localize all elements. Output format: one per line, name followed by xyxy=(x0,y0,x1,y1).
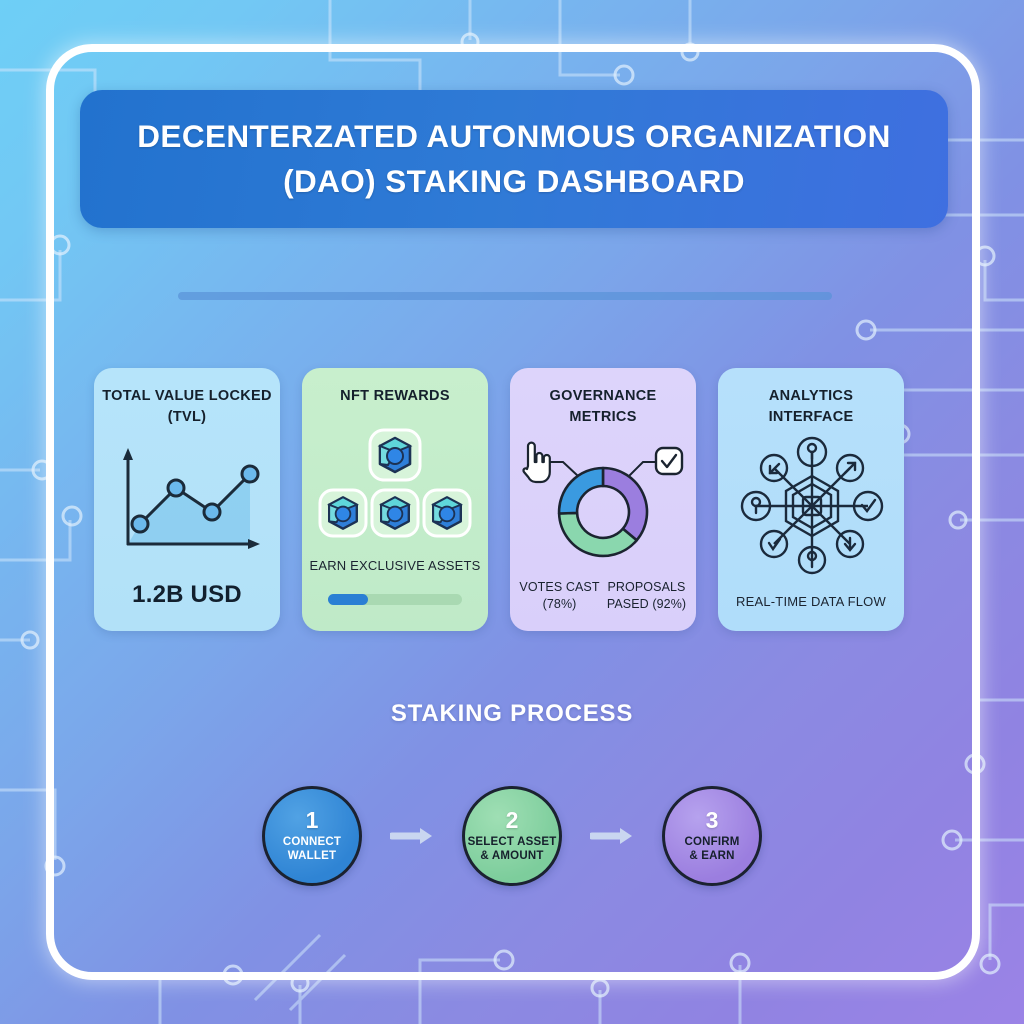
card-title-governance: GOVERNANCE METRICS xyxy=(510,386,696,427)
donut-segment-votes xyxy=(557,511,638,558)
card-governance-metrics[interactable]: GOVERNANCE METRICS xyxy=(510,368,696,631)
page-title-line-1: DECENTERZATED AUTONMOUS ORGANIZATION xyxy=(137,118,891,155)
card-total-value-locked[interactable]: TOTAL VALUE LOCKED (TVL) 1.2B USD xyxy=(94,368,280,631)
step-1-number: 1 xyxy=(305,806,319,833)
donut-chart-icon xyxy=(522,441,684,558)
governance-legend-proposals: PROPOSALS PASED (92%) xyxy=(603,579,690,613)
governance-legend-votes: VOTES CAST (78%) xyxy=(516,579,603,613)
card-title-analytics-line1: ANALYTICS xyxy=(768,388,854,404)
step-2-label-line2: & AMOUNT xyxy=(480,850,544,862)
card-title-tvl-line1: TOTAL VALUE LOCKED xyxy=(102,388,272,404)
step-confirm-earn[interactable]: 3 CONFIRM & EARN xyxy=(662,786,762,886)
card-title-tvl-line2: (TVL) xyxy=(167,408,207,425)
arrow-right-icon-1 xyxy=(390,828,432,844)
card-title-tvl: TOTAL VALUE LOCKED (TVL) xyxy=(94,386,280,427)
staking-process-title: STAKING PROCESS xyxy=(390,700,634,727)
nft-progress-fill xyxy=(328,594,369,605)
analytics-footer-text: REAL-TIME DATA FLOW xyxy=(736,594,886,609)
step-select-asset[interactable]: 2 SELECT ASSET & AMOUNT xyxy=(462,786,562,886)
metric-cards-row: TOTAL VALUE LOCKED (TVL) 1.2B USD NFT RE… xyxy=(94,368,940,631)
step-3-label-line2: & EARN xyxy=(689,850,735,862)
step-1-label-line1: CONNECT xyxy=(282,835,342,848)
network-hub-icon xyxy=(740,436,884,575)
votes-cast-label: VOTES CAST xyxy=(519,580,600,595)
donut-segment-other xyxy=(557,466,605,515)
staking-process-steps: 1 CONNECT WALLET 2 SELECT ASSET & AMOUNT… xyxy=(262,786,762,886)
step-3-number: 3 xyxy=(705,806,719,833)
step-2-label-line1: SELECT ASSET xyxy=(467,835,557,848)
page-title-banner: DECENTERZATED AUTONMOUS ORGANIZATION (DA… xyxy=(80,90,948,228)
card-title-governance-line2: METRICS xyxy=(569,408,637,425)
step-3-label-line1: CONFIRM xyxy=(684,835,740,848)
step-1-label: CONNECT WALLET xyxy=(283,835,341,864)
card-title-analytics-line2: INTERFACE xyxy=(768,408,854,425)
step-1-label-line2: WALLET xyxy=(287,850,337,862)
proposals-value: PASED (92%) xyxy=(606,597,687,612)
header-divider xyxy=(178,292,832,300)
card-nft-rewards[interactable]: NFT REWARDS EARN EXCLUSIVE ASSETS xyxy=(302,368,488,631)
arrow-right-icon-2 xyxy=(590,828,632,844)
step-3-label: CONFIRM & EARN xyxy=(684,835,739,864)
page-title-line-2: (DAO) STAKING DASHBOARD xyxy=(283,163,745,199)
card-title-governance-line1: GOVERNANCE xyxy=(549,388,657,404)
step-connect-wallet[interactable]: 1 CONNECT WALLET xyxy=(262,786,362,886)
card-title-nft: NFT REWARDS xyxy=(340,388,450,404)
nft-progress-bar[interactable] xyxy=(328,594,462,605)
governance-legend: VOTES CAST (78%) PROPOSALS PASED (92%) xyxy=(516,579,690,613)
votes-cast-value: (78%) xyxy=(542,597,577,612)
proposals-label: PROPOSALS xyxy=(607,580,686,595)
step-2-number: 2 xyxy=(505,806,519,833)
tvl-value: 1.2B USD xyxy=(132,581,242,608)
dashboard-outer-frame xyxy=(46,44,980,980)
donut-segment-proposals xyxy=(601,466,649,542)
gem-cluster-icon xyxy=(318,428,472,538)
card-title-analytics: ANALYTICS INTERFACE xyxy=(718,386,904,427)
step-2-label: SELECT ASSET & AMOUNT xyxy=(468,835,557,864)
card-analytics-interface[interactable]: ANALYTICS INTERFACE xyxy=(718,368,904,631)
hand-pointer-icon xyxy=(522,441,551,484)
nft-footer-text: EARN EXCLUSIVE ASSETS xyxy=(309,558,481,573)
checkbox-checked-icon xyxy=(654,446,684,476)
area-line-chart-icon xyxy=(123,448,260,549)
